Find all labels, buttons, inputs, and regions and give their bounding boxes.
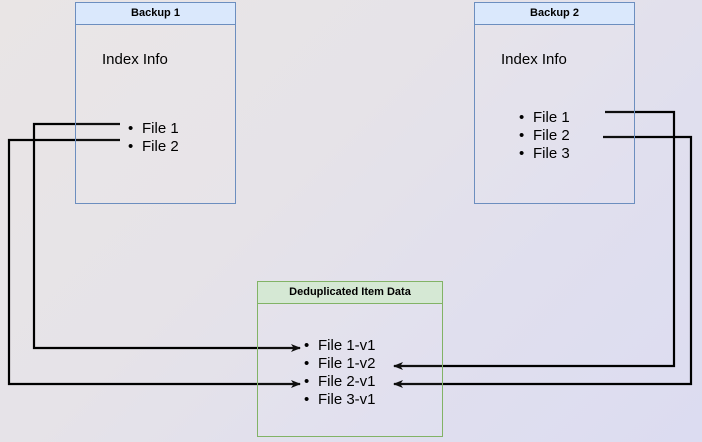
list-item[interactable]: File 1-v1 [304,337,376,355]
node-deduplicated-item-data[interactable]: Deduplicated Item Data File 1-v1 File 1-… [257,281,443,437]
node-backup-1[interactable]: Backup 1 Index Info File 1 File 2 [75,2,236,204]
dedup-body: File 1-v1 File 1-v2 File 2-v1 File 3-v1 [258,304,442,436]
dedup-file-list: File 1-v1 File 1-v2 File 2-v1 File 3-v1 [304,337,376,409]
list-item[interactable]: File 3 [519,145,570,163]
list-item[interactable]: File 1 [128,120,179,138]
backup-2-header: Backup 2 [475,3,634,25]
backup-1-header: Backup 1 [76,3,235,25]
backup-2-body: Index Info File 1 File 2 File 3 [475,25,634,203]
list-item[interactable]: File 1 [519,109,570,127]
list-item[interactable]: File 3-v1 [304,391,376,409]
list-item[interactable]: File 2 [128,138,179,156]
dedup-header: Deduplicated Item Data [258,282,442,304]
backup-2-file-list: File 1 File 2 File 3 [519,109,570,163]
backup-2-index-info-label: Index Info [501,51,567,68]
backup-1-body: Index Info File 1 File 2 [76,25,235,203]
backup-1-file-list: File 1 File 2 [128,120,179,156]
list-item[interactable]: File 2-v1 [304,373,376,391]
node-backup-2[interactable]: Backup 2 Index Info File 1 File 2 File 3 [474,2,635,204]
backup-1-index-info-label: Index Info [102,51,168,68]
list-item[interactable]: File 2 [519,127,570,145]
list-item[interactable]: File 1-v2 [304,355,376,373]
